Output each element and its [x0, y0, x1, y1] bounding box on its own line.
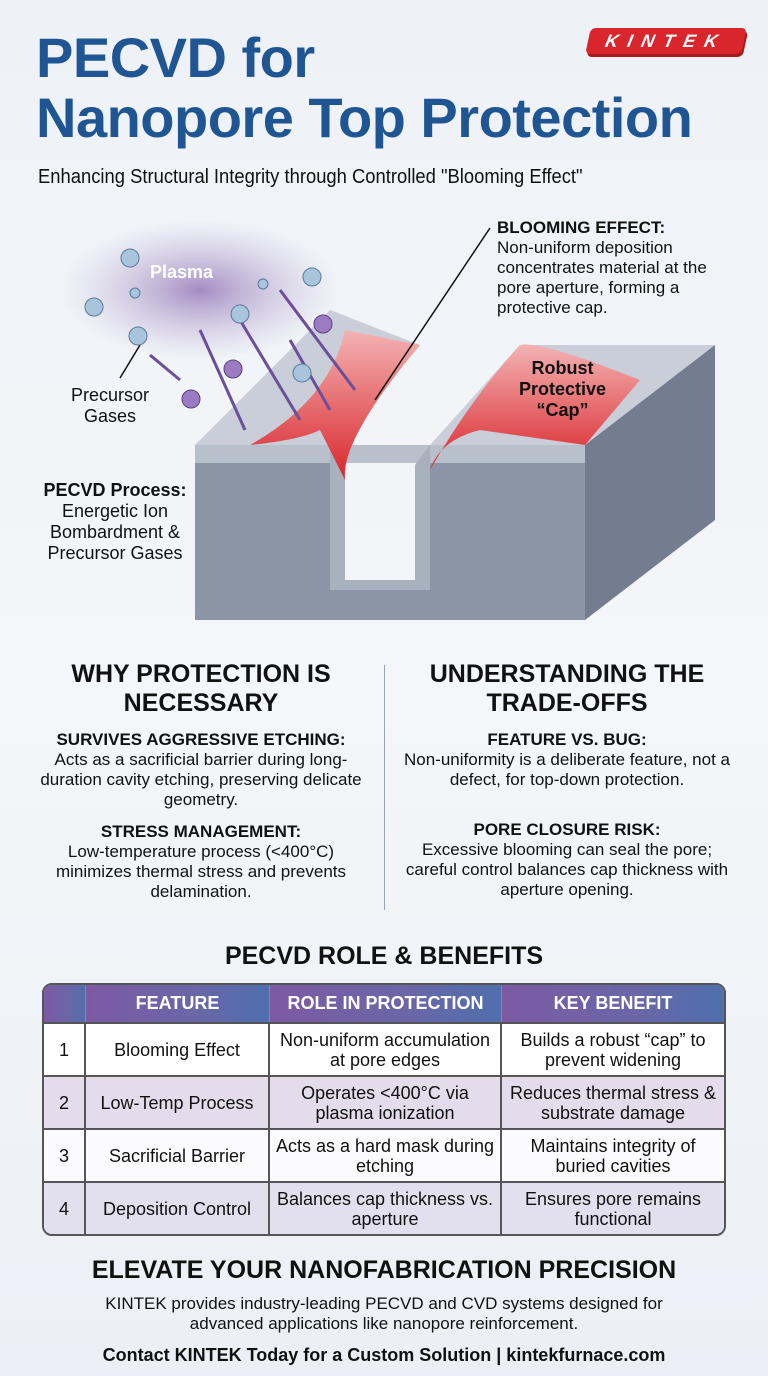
protective-cap-left — [250, 330, 420, 480]
cell: 2 — [44, 1075, 86, 1128]
why-heading: WHY PROTECTION IS NECESSARY — [71, 660, 331, 717]
ion-particles — [181, 314, 333, 409]
col-header: FEATURE — [86, 985, 270, 1022]
precursor-label: Precursor Gases — [70, 385, 150, 426]
pecvd-diagram — [60, 220, 715, 620]
tradeoffs-heading: UNDERSTANDING THE TRADE-OFFS — [429, 660, 705, 717]
cell: Blooming Effect — [86, 1022, 270, 1075]
column-divider — [384, 665, 385, 910]
cell: Maintains integrity of buried cavities — [502, 1128, 724, 1181]
subtitle: Enhancing Structural Integrity through C… — [38, 166, 583, 188]
blooming-text: Non-uniform deposition concentrates mate… — [497, 238, 707, 317]
cap-label: Robust Protective “Cap” — [518, 358, 607, 420]
blooming-callout: BLOOMING EFFECT:Non-uniform deposition c… — [497, 218, 722, 318]
col-header — [44, 985, 86, 1022]
cell: 3 — [44, 1128, 86, 1181]
process-label: PECVD Process:Energetic Ion Bombardment … — [30, 480, 200, 564]
cell: 4 — [44, 1181, 86, 1234]
footer-text-body: KINTEK provides industry-leading PECVD a… — [105, 1294, 663, 1333]
title-line-1: PECVD for — [36, 26, 315, 89]
cell: Builds a robust “cap” to prevent widenin… — [502, 1022, 724, 1075]
tradeoff-item-title: FEATURE VS. BUG: — [487, 730, 647, 749]
col-header: KEY BENEFIT — [502, 985, 724, 1022]
tradeoffs-section: UNDERSTANDING THE TRADE-OFFS FEATURE VS.… — [402, 660, 732, 900]
why-item-title: SURVIVES AGGRESSIVE ETCHING: — [56, 730, 346, 749]
substrate-front — [195, 445, 585, 620]
cell: Balances cap thickness vs. aperture — [270, 1181, 502, 1234]
gas-particles — [84, 248, 322, 383]
why-item-title: STRESS MANAGEMENT: — [100, 822, 302, 841]
blooming-title: BLOOMING EFFECT: — [497, 218, 666, 237]
col-header: ROLE IN PROTECTION — [270, 985, 502, 1022]
plasma-cloud — [60, 220, 340, 360]
why-protection-section: WHY PROTECTION IS NECESSARY SURVIVES AGG… — [36, 660, 366, 902]
why-item-text: Low-temperature process (<400°C) minimiz… — [55, 842, 347, 901]
title-line-2: Nanopore Top Protection — [36, 86, 693, 149]
substrate-side — [585, 345, 715, 620]
cell: Reduces thermal stress & substrate damag… — [502, 1075, 724, 1128]
tradeoff-item-title: PORE CLOSURE RISK: — [473, 820, 661, 839]
plasma-label: Plasma — [150, 262, 214, 282]
protective-cap-right — [430, 344, 640, 470]
cell: Low-Temp Process — [86, 1075, 270, 1128]
process-title: PECVD Process: — [43, 480, 187, 500]
footer-text: KINTEK provides industry-leading PECVD a… — [0, 1294, 768, 1334]
precursor-leader-line — [119, 344, 141, 379]
tradeoff-item-text: Excessive blooming can seal the pore; ca… — [405, 840, 729, 899]
cell: Non-uniform accumulation at pore edges — [270, 1022, 502, 1075]
blooming-leader-line — [374, 227, 491, 401]
cell: Sacrificial Barrier — [86, 1128, 270, 1181]
benefits-heading: PECVD ROLE & BENEFITS — [224, 942, 544, 970]
tradeoff-item-text: Non-uniformity is a deliberate feature, … — [403, 750, 730, 789]
footer-contact-link[interactable]: Contact KINTEK Today for a Custom Soluti… — [102, 1345, 666, 1365]
cell: Acts as a hard mask during etching — [270, 1128, 502, 1181]
cell: Deposition Control — [86, 1181, 270, 1234]
process-text: Energetic Ion Bombardment & Precursor Ga… — [47, 501, 183, 563]
footer-heading: ELEVATE YOUR NANOFABRICATION PRECISION — [91, 1256, 677, 1284]
cell: Operates <400°C via plasma ionization — [270, 1075, 502, 1128]
cell: Ensures pore remains functional — [502, 1181, 724, 1234]
cell: 1 — [44, 1022, 86, 1075]
why-item-text: Acts as a sacrificial barrier during lon… — [40, 750, 362, 809]
